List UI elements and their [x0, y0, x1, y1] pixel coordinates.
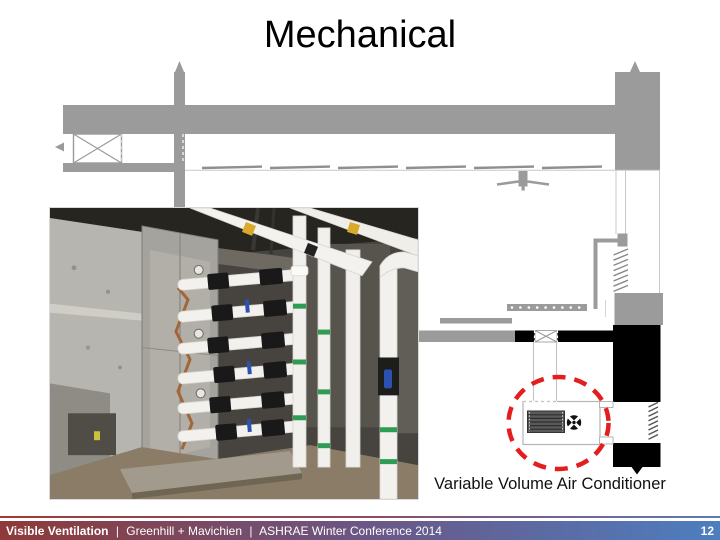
footer-divider: |: [249, 523, 253, 538]
highlight-ellipse: [506, 374, 611, 472]
vav-unit-symbol: [522, 342, 614, 446]
coil-symbol: [527, 410, 565, 433]
mechanical-room-photo: [49, 207, 419, 500]
flow-arrow-icon: [55, 142, 64, 152]
footer-divider: |: [115, 523, 119, 538]
lower-ceiling-band: [418, 304, 613, 343]
footer-accent-line: [0, 516, 720, 518]
footer-conference: ASHRAE Winter Conference 2014: [259, 523, 442, 538]
branch-damper-symbol: [534, 330, 558, 343]
supply-duct-run: [55, 61, 660, 208]
louver-hatch: [648, 401, 659, 440]
right-riser-pipe: [378, 251, 418, 499]
duct-damper-symbol: [72, 133, 123, 164]
vertical-pipes: [290, 215, 361, 468]
overhead-pipes: [189, 208, 418, 277]
pipe-rack: [177, 264, 298, 443]
vav-caption: Variable Volume Air Conditioner: [434, 475, 666, 493]
slide-title: Mechanical: [263, 14, 457, 56]
footer-bar: Visible Ventilation | Greenhill + Mavich…: [0, 521, 720, 540]
fan-icon: [566, 415, 582, 430]
grille-hatch: [613, 248, 629, 293]
footer-brand: Visible Ventilation: [6, 523, 109, 538]
ceiling-line: [185, 165, 660, 191]
shaft-wall-section: [593, 170, 663, 475]
ceiling-diffuser-symbol: [496, 171, 550, 191]
page-number: 12: [700, 523, 714, 538]
footer-credits: Visible Ventilation | Greenhill + Mavich…: [6, 524, 701, 538]
perforated-strip-dots: [510, 306, 581, 309]
mechanical-room-photo-art: [50, 208, 418, 499]
footer-authors: Greenhill + Mavichien: [126, 523, 243, 538]
